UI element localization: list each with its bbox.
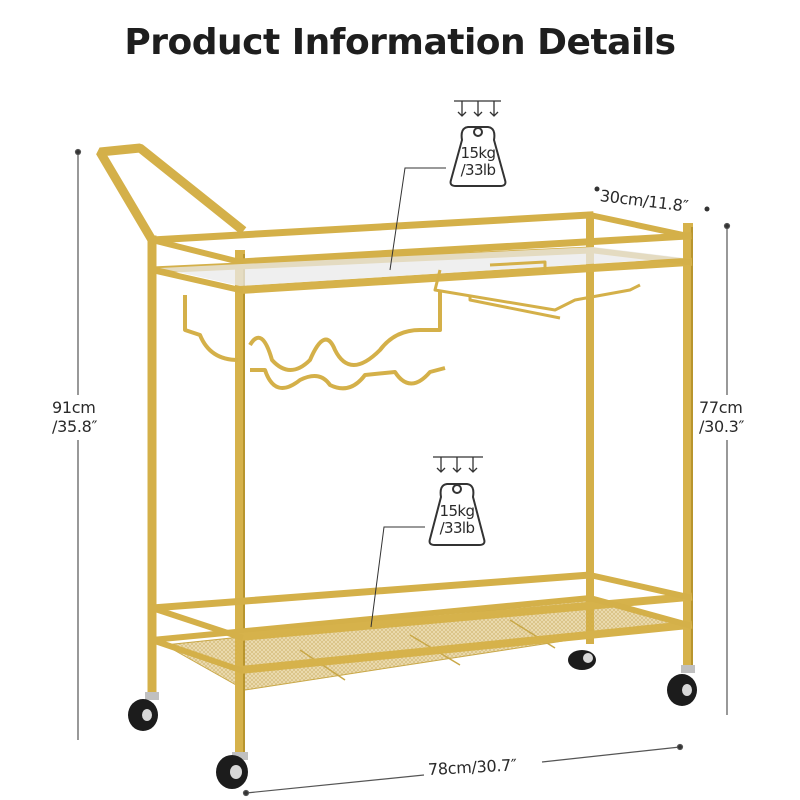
dimension-line-depth bbox=[594, 186, 710, 212]
bottom-load-capacity: 15kg /33lb bbox=[431, 503, 483, 537]
total-height-inch: /35.8″ bbox=[52, 417, 98, 436]
weight-icon bbox=[449, 126, 507, 187]
bottom-load-kg: 15kg bbox=[439, 502, 476, 520]
top-load-capacity: 15kg /33lb bbox=[452, 145, 504, 179]
bottom-load-lb: /33lb bbox=[439, 519, 475, 537]
top-load-callout bbox=[389, 100, 507, 271]
weight-icon bbox=[428, 483, 486, 546]
shelf-height-cm: 77cm bbox=[699, 398, 743, 417]
down-arrows-icon bbox=[457, 101, 499, 117]
total-height-label: 91cm /35.8″ bbox=[52, 398, 98, 436]
glass-top-shelf bbox=[160, 247, 684, 286]
shelf-height-inch: /30.3″ bbox=[699, 417, 745, 436]
dimension-line-shelf-height bbox=[723, 222, 731, 715]
wine-bottle-holder bbox=[183, 290, 446, 391]
bottom-load-callout bbox=[370, 456, 486, 628]
shelf-height-label: 77cm /30.3″ bbox=[699, 398, 745, 436]
total-height-cm: 91cm bbox=[52, 398, 96, 417]
top-load-kg: 15kg bbox=[460, 144, 497, 162]
page-title: Product Information Details bbox=[124, 22, 676, 63]
top-load-lb: /33lb bbox=[460, 161, 496, 179]
down-arrows-icon bbox=[436, 457, 478, 473]
caster-wheel-icon bbox=[128, 650, 697, 789]
stemware-rack bbox=[433, 260, 641, 320]
dimension-line-width bbox=[242, 743, 684, 797]
dimension-line-total-height bbox=[74, 148, 82, 740]
